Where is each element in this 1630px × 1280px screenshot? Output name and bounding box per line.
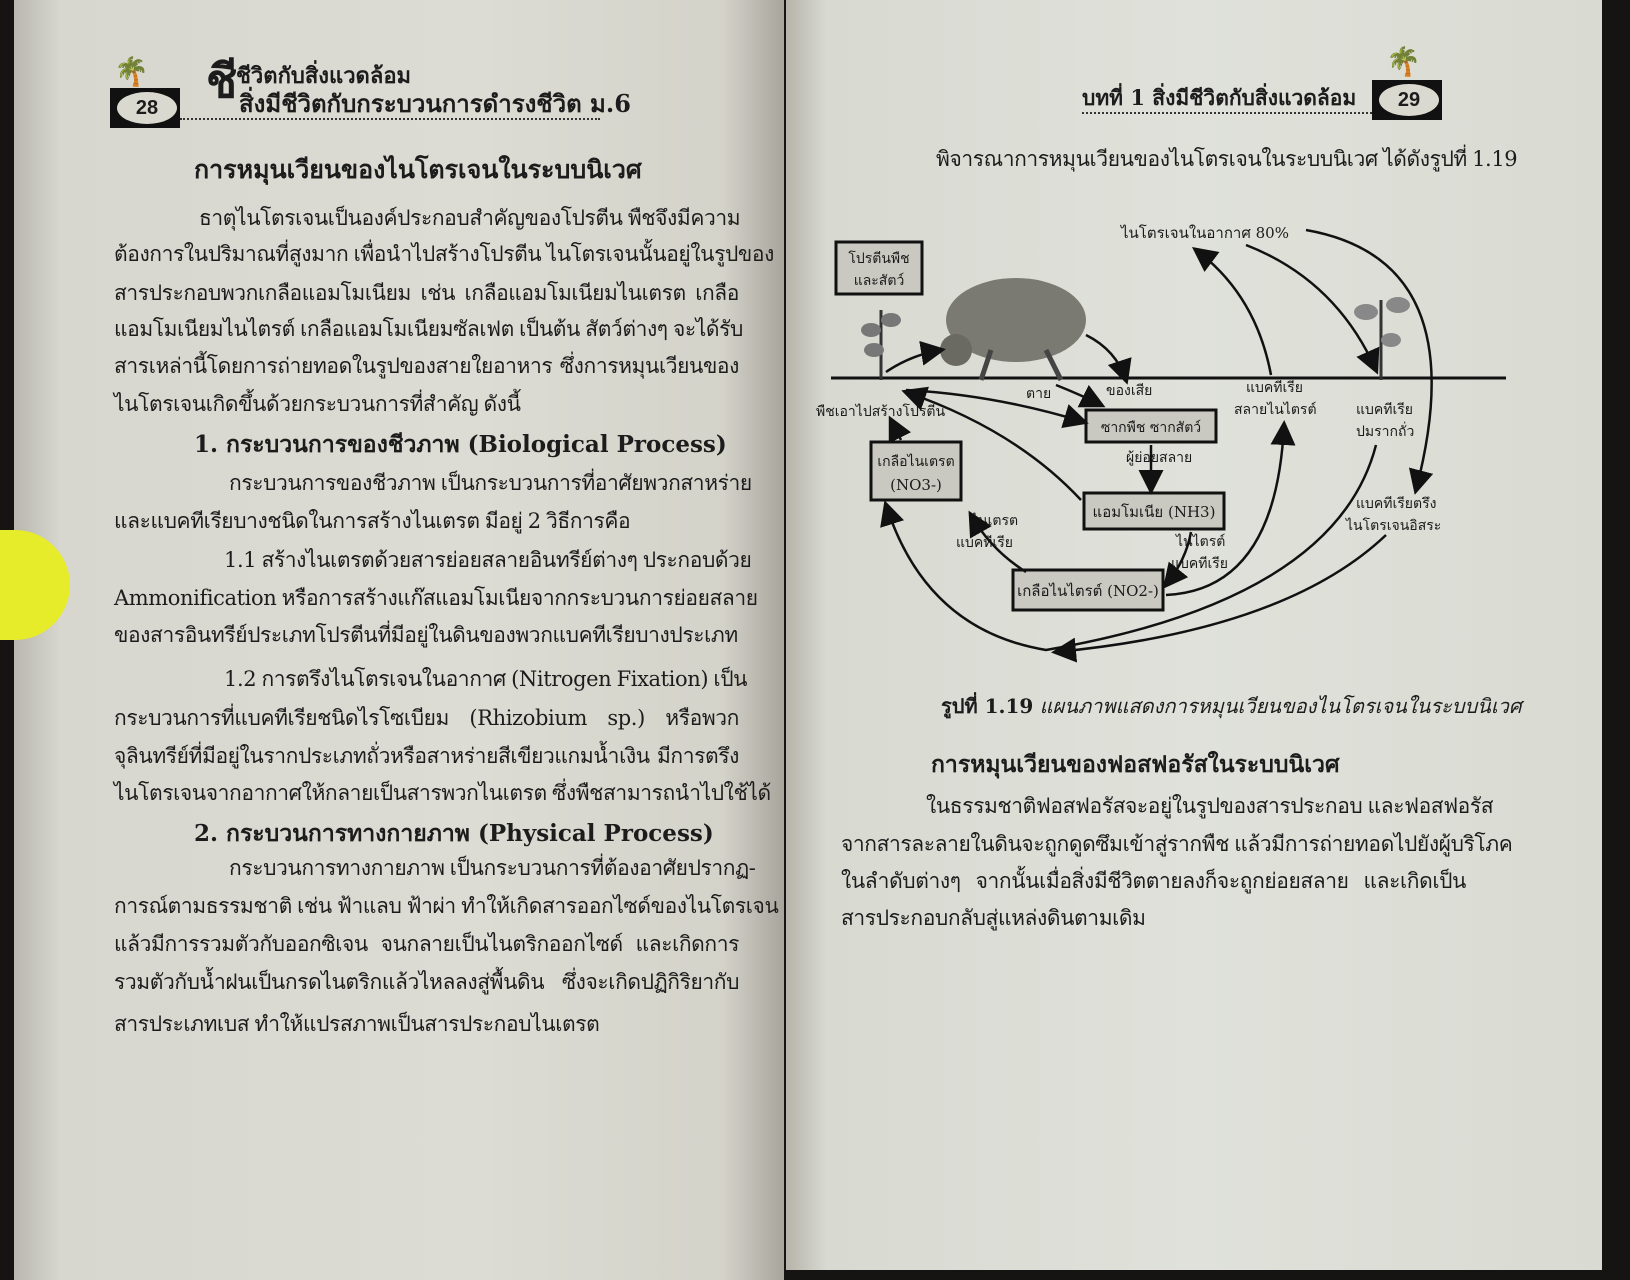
arrow-dead <box>1055 383 1106 408</box>
text-line: ต้องการในปริมาณที่สูงมาก เพื่อนำไปสร้างโ… <box>114 242 774 266</box>
page-number: 29 <box>1376 81 1442 119</box>
nitrate-label-1: เกลือไนเตรต <box>877 453 954 470</box>
nodule-label-2: ปมรากถั่ว <box>1356 422 1414 440</box>
decomposer-label: ผู้ย่อยสลาย <box>1126 450 1192 466</box>
protein-label-1: โปรตีนพืช <box>848 250 909 267</box>
section-heading: การหมุนเวียนของฟอสฟอรัสในระบบนิเวศ <box>931 751 1340 778</box>
text-line: กระบวนการของชีวภาพ เป็นกระบวนการที่อาศัย… <box>229 471 752 495</box>
palm-tree-icon: 🌴 <box>1386 45 1421 78</box>
text-line: กระบวนการทางกายภาพ เป็นกระบวนการที่ต้องอ… <box>229 856 756 880</box>
dead-label: ตาย <box>1026 386 1051 402</box>
palm-tree-icon: 🌴 <box>114 55 149 88</box>
ammonia-box <box>1082 491 1226 531</box>
text-line: 1.1 สร้างไนเตรตด้วยสารย่อยสลายอินทรีย์ต่… <box>224 548 752 572</box>
text-line: รวมตัวกับน้ำฝนเป็นกรดไนตริกแล้วไหลลงสู่พ… <box>114 970 739 994</box>
plant-right-icon <box>1354 297 1410 380</box>
nodule-label-1: แบคทีเรีย <box>1356 402 1413 418</box>
text-line: การณ์ตามธรรมชาติ เช่น ฟ้าแลบ ฟ้าผ่า ทำให… <box>114 894 779 918</box>
arrow-plant-to-sheep <box>885 340 946 374</box>
text-line: ในธรรมชาติฟอสฟอรัสจะอยู่ในรูปของสารประกอ… <box>926 794 1494 818</box>
arrow-nodule-to-nitrate <box>880 444 1378 652</box>
chapter-header: บทที่ 1 สิ่งมีชีวิตกับสิ่งแวดล้อม <box>1082 85 1357 110</box>
arrow-air-to-nodule <box>1245 243 1380 375</box>
page-number: 28 <box>114 89 180 127</box>
arrow-nitrate-to-plant <box>888 415 912 444</box>
nitrite-label: เกลือไนไตรต์ (NO2-) <box>1017 582 1159 600</box>
arrow-air-to-fixing <box>1305 228 1434 495</box>
fixing-label-1: แบคทีเรียตรึง <box>1356 496 1436 512</box>
header-rule <box>180 118 600 120</box>
arrow-to-air <box>1192 246 1273 376</box>
left-page: 🌴 28 ชี ชีวิตกับสิ่งแวดล้อม สิ่งมีชีวิตก… <box>14 0 784 1280</box>
text-line: ไนโตรเจนจากอากาศให้กลายเป็นสารพวกไนเตรต … <box>114 781 771 805</box>
sheep-icon <box>940 278 1086 382</box>
text-line: ธาตุไนโตรเจนเป็นองค์ประกอบสำคัญของโปรตีน… <box>199 206 741 230</box>
air-nitrogen-label: ไนโตรเจนในอากาศ 80% <box>1120 224 1289 242</box>
figure-caption: รูปที่ 1.19 แผนภาพแสดงการหมุนเวียนของไนโ… <box>941 690 1522 722</box>
header-book-title: สิ่งมีชีวิตกับกระบวนการดำรงชีวิต ม.6 <box>239 89 631 118</box>
ammonia-label: แอมโมเนีย (NH3) <box>1093 503 1216 521</box>
nitrite-box <box>1011 568 1165 612</box>
section-title: การหมุนเวียนของไนโตรเจนในระบบนิเวศ <box>194 155 642 184</box>
text-line: ในลำดับต่างๆ จากนั้นเมื่อสิ่งมีชีวิตตายล… <box>841 869 1466 893</box>
header-big-char: ชี <box>206 54 238 108</box>
text-line: ไนโตรเจนเกิดขึ้นด้วยกระบวนการที่สำคัญ ดั… <box>114 392 521 416</box>
caption-label: รูปที่ 1.19 <box>941 694 1034 718</box>
text-line: สารประกอบกลับสู่แหล่งดินตามเดิม <box>841 906 1146 930</box>
denitrify-label-2: สลายไนไตรต์ <box>1234 401 1317 418</box>
nitrite-bacteria-label-1: ไนไตรต์ <box>1175 533 1225 550</box>
text-line: พิจารณาการหมุนเวียนของไนโตรเจนในระบบนิเว… <box>936 147 1518 171</box>
header-series: ชีวิตกับสิ่งแวดล้อม <box>236 63 412 89</box>
header-rule <box>1082 112 1372 114</box>
denitrify-label-1: แบคทีเรีย <box>1246 380 1303 396</box>
text-line: แอมโมเนียมไนไตรต์ เกลือแอมโมเนียมซัลเฟต … <box>114 317 743 341</box>
protein-label-2: และสัตว์ <box>854 272 905 289</box>
cycle-arrows <box>880 228 1434 663</box>
text-line: สารเหล่านี้โดยการถ่ายทอดในรูปของสายใยอาห… <box>114 354 739 378</box>
arrow-nitrite-denitrify <box>1165 420 1296 597</box>
nitrate-bacteria-label-2: แบคทีเรีย <box>956 535 1013 551</box>
caption-text: แผนภาพแสดงการหมุนเวียนของไนโตรเจนในระบบน… <box>1039 694 1522 718</box>
carcass-box <box>1084 408 1218 444</box>
text-line: จากสารละลายในดินจะถูกดูดซึมเข้าสู่รากพืช… <box>841 832 1513 856</box>
arrow-nitrite-to-nitrate <box>968 510 1027 574</box>
text-line: และแบคทีเรียบางชนิดในการสร้างไนเตรต มีอย… <box>114 509 631 533</box>
subsection-heading: 2. กระบวนการทางกายภาพ (Physical Process) <box>194 820 714 847</box>
text-line: แล้วมีการรวมตัวกับออกซิเจน จนกลายเป็นไนต… <box>114 932 739 956</box>
carcass-label: ซากพืช ซากสัตว์ <box>1101 419 1201 436</box>
text-line: จุลินทรีย์ที่มีอยู่ในรากประเภทถั่วหรือสา… <box>114 744 739 768</box>
text-line: สารประกอบพวกเกลือแอมโมเนียม เช่น เกลือแอ… <box>114 281 739 305</box>
plant-protein-label: พืชเอาไปสร้างโปรตีน <box>816 403 945 420</box>
text-line: สารประเภทเบส ทำให้แปรสภาพเป็นสารประกอบไน… <box>114 1012 600 1036</box>
plant-left-icon <box>861 310 901 380</box>
text-line: Ammonification หรือการสร้างแก๊สแอมโมเนีย… <box>114 586 758 610</box>
subsection-heading: 1. กระบวนการของชีวภาพ (Biological Proces… <box>194 431 727 458</box>
fixing-label-2: ไนโตรเจนอิสระ <box>1345 517 1441 534</box>
arrow-sheep-waste <box>1085 333 1132 385</box>
text-line: ของสารอินทรีย์ประเภทโปรตีนที่มีอยู่ในดิน… <box>114 623 738 647</box>
nitrate-box <box>869 440 963 502</box>
nitrogen-cycle-diagram: โปรตีนพืช และสัตว์ ซากพืช ซากสัตว์ เกลือ… <box>816 224 1506 663</box>
nitrate-label-2: (NO3-) <box>890 476 942 494</box>
arrow-fixing-to-soil <box>1051 534 1387 663</box>
protein-box <box>834 240 924 296</box>
text-line: 1.2 การตรึงไนโตรเจนในอากาศ (Nitrogen Fix… <box>224 667 748 691</box>
right-page: บทที่ 1 สิ่งมีชีวิตกับสิ่งแวดล้อม 🌴 29 พ… <box>786 0 1602 1270</box>
arrow-ammonia-to-plant <box>901 386 1082 501</box>
text-line: กระบวนการที่แบคทีเรียชนิดไรโซเบียม (Rhiz… <box>114 706 739 730</box>
waste-label: ของเสีย <box>1106 383 1152 399</box>
arrow-ammonia-to-nitrite <box>1162 531 1193 589</box>
